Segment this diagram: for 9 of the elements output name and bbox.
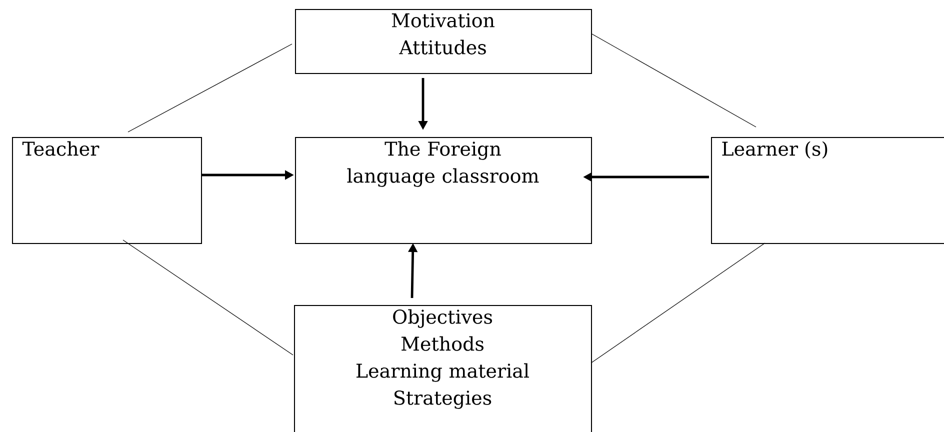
connector-line bbox=[128, 44, 292, 132]
connector-line bbox=[122, 240, 294, 356]
connector-line bbox=[592, 34, 756, 128]
text-box: Objectives Methods Learning material Strategies bbox=[294, 305, 592, 432]
connector-line bbox=[590, 242, 766, 364]
text-box: Teacher bbox=[12, 137, 202, 244]
text-box: Learner (s) bbox=[711, 137, 944, 244]
text-box: Motivation Attitudes bbox=[295, 9, 592, 74]
text-box: The Foreign language classroom bbox=[295, 137, 592, 244]
